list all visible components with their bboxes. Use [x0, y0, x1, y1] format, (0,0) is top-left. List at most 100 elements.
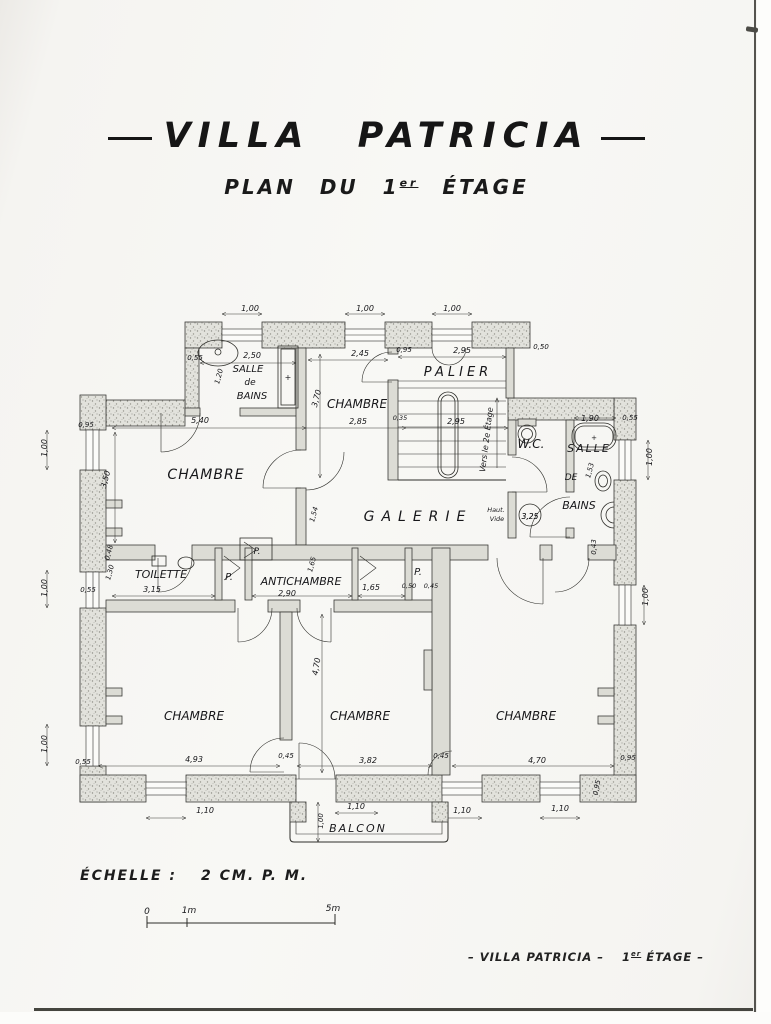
footer-floor-ordinal: er — [631, 950, 642, 959]
dimension-label: 0,55 — [622, 414, 638, 422]
scale-label: ÉCHELLE : — [80, 868, 177, 884]
footer-caption: – VILLA PATRICIA – 1er ÉTAGE – — [468, 950, 704, 964]
room-label: P. — [253, 547, 260, 557]
scan-edge-white-right — [757, 0, 771, 1024]
room-label: + — [591, 434, 597, 442]
dimension-label: 0,35 — [393, 414, 407, 422]
dimension-label: 1,00 — [645, 448, 654, 466]
dimension-label: 1,30 — [104, 563, 116, 581]
dimension-label: 0,95 — [592, 779, 603, 796]
title-underscore-left — [107, 137, 152, 140]
dimension-label: 0,50 — [402, 582, 416, 590]
dimension-label: 0,95 — [78, 421, 94, 429]
room-label: ANTICHAMBRE — [260, 575, 342, 588]
staircase — [398, 347, 506, 481]
dimension-label: 1,10 — [347, 802, 365, 811]
room-label: BALCON — [329, 822, 387, 835]
footer-floor-suffix: ÉTAGE – — [641, 950, 704, 964]
dimension-label: 1,54 — [308, 506, 320, 523]
dimension-label: 1,20 — [213, 367, 225, 385]
dimension-label: 0,45 — [424, 582, 438, 590]
fixtures — [151, 339, 617, 570]
room-label: BAINS — [562, 499, 596, 512]
dimension-label: 2,95 — [453, 346, 471, 355]
page-subtitle: PLAN DU 1er ÉTAGE — [0, 175, 753, 199]
footer-plan-name: – VILLA PATRICIA – — [468, 950, 605, 964]
room-label: CHAMBRE — [496, 709, 557, 723]
dimension-lines — [47, 314, 648, 842]
dimension-label: 0,45 — [433, 752, 449, 760]
dimension-labels: 1,00 1,00 1,00 0,55 2,50 2,45 0,95 2,95 0,50 1,20… — [40, 304, 654, 829]
subtitle-prefix: PLAN DU 1 — [224, 175, 400, 199]
dimension-label: 1,00 — [317, 813, 325, 829]
dimension-label: 1,00 — [356, 304, 374, 313]
void-height-value: 3,25 — [522, 512, 539, 521]
dimension-label: 4,70 — [311, 657, 323, 676]
dimension-label: 1,00 — [241, 304, 259, 313]
room-label: SALLE — [567, 442, 611, 455]
dimension-label: 0,55 — [80, 586, 96, 594]
dimension-label: 1,10 — [453, 806, 471, 815]
room-label: CHAMBRE — [167, 467, 244, 483]
title-block: VILLA PATRICIA — [0, 116, 753, 156]
void-note-line1: Haut. — [487, 506, 505, 514]
dimension-label: 2,45 — [351, 349, 369, 358]
room-label: BAINS — [237, 391, 268, 402]
dimension-label: 1,65 — [306, 555, 318, 573]
dimension-label: 0,55 — [187, 354, 203, 362]
room-label: TOILETTE — [135, 568, 187, 581]
room-label: CHAMBRE — [327, 397, 388, 411]
subtitle-suffix: ÉTAGE — [418, 175, 529, 199]
dimension-label: 1,00 — [40, 579, 49, 597]
dimension-label: 1,00 — [641, 588, 650, 606]
room-label: P. — [225, 572, 233, 583]
scan-edge-line-right — [754, 0, 756, 1024]
scale-tick-label: 5m — [326, 904, 341, 914]
balcony — [289, 801, 449, 843]
dimension-label: 1,90 — [581, 414, 599, 423]
room-label: DE — [565, 473, 578, 483]
dimension-label: 1,00 — [443, 304, 461, 313]
dimension-label: 1,00 — [40, 439, 49, 457]
room-label: + — [285, 373, 292, 382]
scan-edge-line-bottom — [34, 1008, 753, 1011]
dimension-label: 1,10 — [551, 804, 569, 813]
dimension-label: 1,65 — [362, 583, 380, 592]
dimension-label: 0,50 — [533, 343, 549, 351]
scale-bar — [146, 914, 336, 928]
dimension-label: 3,82 — [359, 756, 377, 765]
room-label: W.C. — [518, 437, 545, 451]
dimension-label: 2,50 — [243, 351, 261, 360]
room-label: SALLE — [233, 364, 264, 375]
scale-value: 2 CM. P. M. — [201, 868, 309, 884]
dimension-label: 0,43 — [590, 539, 598, 555]
dimension-label: 0,95 — [620, 754, 636, 762]
stairs-direction-note: Vers le 2e Étage — [476, 406, 495, 472]
dimension-label: 0,45 — [278, 752, 294, 760]
dimension-label: 0,55 — [75, 758, 91, 766]
dimension-label: 2,90 — [278, 589, 296, 598]
windows — [85, 328, 632, 796]
scan-edge-white-bottom — [0, 1012, 771, 1024]
room-label: de — [244, 378, 256, 388]
footer-floor-prefix: 1 — [622, 950, 632, 964]
scale-note: ÉCHELLE : 2 CM. P. M. — [80, 868, 308, 884]
dimension-label: 2,95 — [447, 417, 465, 426]
wall-structure — [79, 321, 637, 803]
dimension-label: 1,53 — [584, 462, 596, 479]
dimension-label: 1,10 — [196, 806, 214, 815]
scale-tick-label: 1m — [182, 906, 197, 916]
dimension-label: 0,48 — [103, 543, 115, 561]
dimension-label: 3,25 — [522, 512, 539, 521]
room-label: PALIER — [424, 365, 492, 380]
title-underscore-right — [601, 137, 646, 140]
dimension-label: 3,15 — [143, 585, 161, 594]
void-height-circle — [518, 503, 542, 527]
room-label: CHAMBRE — [164, 709, 225, 723]
dimension-label: 3,70 — [310, 389, 323, 409]
dimension-label: 4,70 — [528, 756, 546, 765]
dimension-label: 4,93 — [185, 755, 203, 764]
